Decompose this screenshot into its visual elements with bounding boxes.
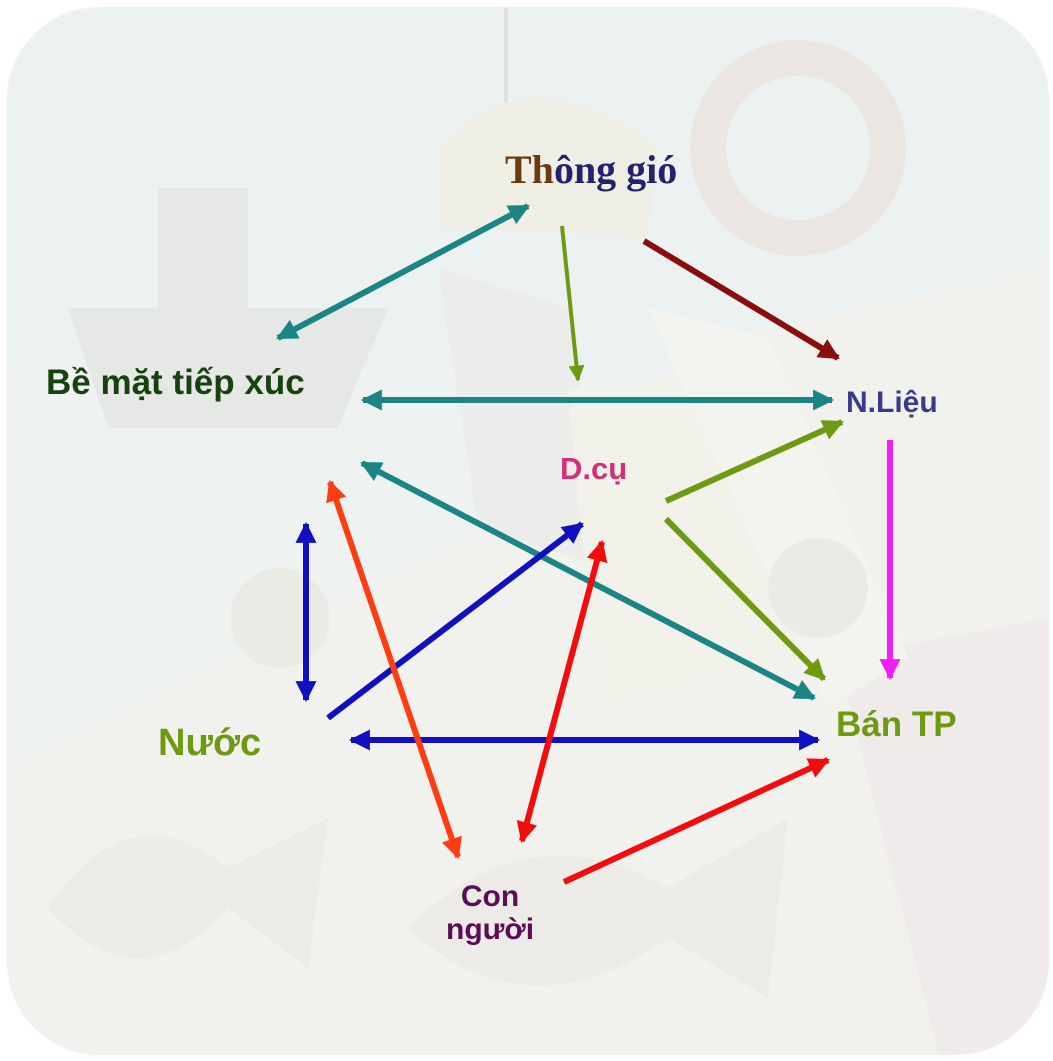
arrow-d-cu-ban-tp: [663, 516, 827, 682]
arrow-nuoc-d-cu: [326, 521, 584, 721]
node-thong-gio-prefix: Th: [505, 147, 554, 192]
node-ban-tp: Bán TP: [836, 705, 957, 744]
arrow-con-nguoi-be-mat: [326, 480, 462, 859]
node-n-lieu: N.Liệu: [846, 386, 938, 419]
node-thong-gio: Thông gió: [505, 148, 677, 192]
arrow-thong-gio-n-lieu: [642, 238, 840, 361]
arrow-ban-tp-be-mat: [360, 460, 816, 701]
diagram-card: Thông gió Bề mặt tiếp xúc N.Liệu D.cụ Nư…: [8, 8, 1048, 1054]
arrow-thong-gio-d-cu: [560, 225, 585, 382]
arrow-con-nguoi-d-cu: [516, 539, 608, 844]
arrow-d-cu-n-lieu: [664, 419, 844, 504]
arrow-con-nguoi-ban-tp: [562, 757, 830, 885]
node-be-mat-tiep-xuc: Bề mặt tiếp xúc: [46, 363, 305, 402]
node-con-nguoi-line2: người: [446, 913, 535, 946]
node-con-nguoi-line1: Con: [460, 880, 520, 913]
node-thong-gio-rest: ông gió: [553, 147, 678, 192]
arrow-thong-gio-be-mat: [276, 203, 530, 341]
relationship-diagram: [276, 203, 901, 885]
node-d-cu: D.cụ: [560, 451, 628, 486]
node-con-nguoi: Con người: [446, 880, 534, 946]
node-nuoc: Nước: [158, 722, 262, 764]
